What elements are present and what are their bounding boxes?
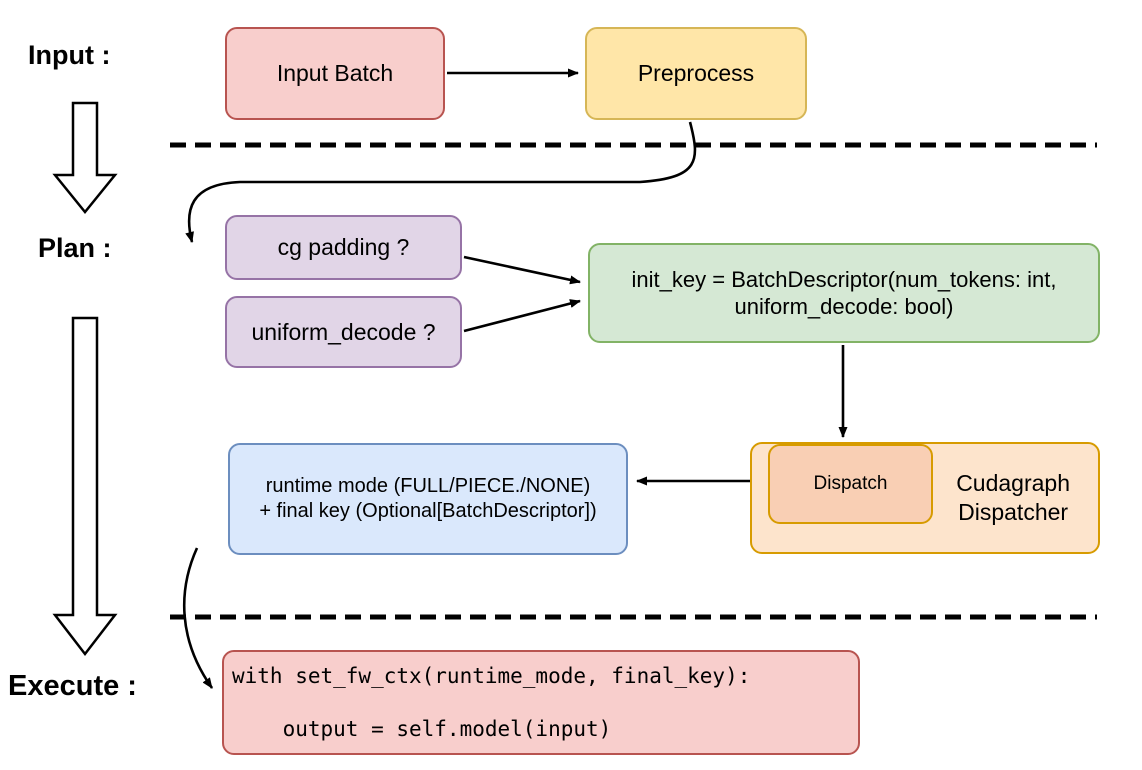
node-cudagraph-dispatcher-line-1: Cudagraph <box>956 470 1070 497</box>
stage-arrow-plan-to-execute <box>52 316 118 657</box>
node-preprocess-label: Preprocess <box>637 60 755 87</box>
node-uniform-decode-label: uniform_decode ? <box>251 318 436 345</box>
code-line-1: with set_fw_ctx(runtime_mode, final_key)… <box>232 664 751 689</box>
code-line-2: output = self.model(input) <box>232 716 612 741</box>
stage-label-input: Input : <box>28 40 111 70</box>
node-input-batch[interactable]: Input Batch <box>225 27 445 120</box>
node-cudagraph-dispatcher-line-2: Dispatcher <box>958 499 1069 525</box>
node-runtime-mode-text: runtime mode (FULL/PIECE./NONE) + final … <box>230 474 626 524</box>
node-dispatch-label: Dispatch <box>813 473 888 495</box>
node-code-block-text: with set_fw_ctx(runtime_mode, final_key)… <box>232 663 858 742</box>
node-cg-padding-label: cg padding ? <box>277 234 410 261</box>
edge-uniform-decode-to-init-key <box>463 299 581 333</box>
edge-cg-padding-to-init-key <box>463 255 581 285</box>
node-runtime-mode-line-2: + final key (Optional[BatchDescriptor]) <box>259 500 597 522</box>
node-runtime-mode-line-1: runtime mode (FULL/PIECE./NONE) <box>265 475 591 497</box>
edge-runtime-mode-to-code-block <box>183 547 214 689</box>
node-dispatch[interactable]: Dispatch <box>768 444 933 524</box>
node-uniform-decode[interactable]: uniform_decode ? <box>225 296 462 368</box>
node-code-block[interactable]: with set_fw_ctx(runtime_mode, final_key)… <box>222 650 860 755</box>
node-preprocess[interactable]: Preprocess <box>585 27 807 120</box>
node-input-batch-label: Input Batch <box>276 60 394 87</box>
node-init-key-line-1: init_key = BatchDescriptor(num_tokens: i… <box>631 266 1057 292</box>
node-init-key[interactable]: init_key = BatchDescriptor(num_tokens: i… <box>588 243 1100 343</box>
node-init-key-text: init_key = BatchDescriptor(num_tokens: i… <box>590 266 1098 321</box>
node-runtime-mode[interactable]: runtime mode (FULL/PIECE./NONE) + final … <box>228 443 628 555</box>
node-init-key-line-2: uniform_decode: bool) <box>734 294 954 319</box>
node-cg-padding[interactable]: cg padding ? <box>225 215 462 280</box>
stage-label-execute: Execute : <box>8 670 137 702</box>
stage-label-plan: Plan : <box>38 233 112 263</box>
stage-arrow-input-to-plan <box>52 101 118 214</box>
node-cudagraph-dispatcher-text: Cudagraph Dispatcher <box>956 469 1070 527</box>
